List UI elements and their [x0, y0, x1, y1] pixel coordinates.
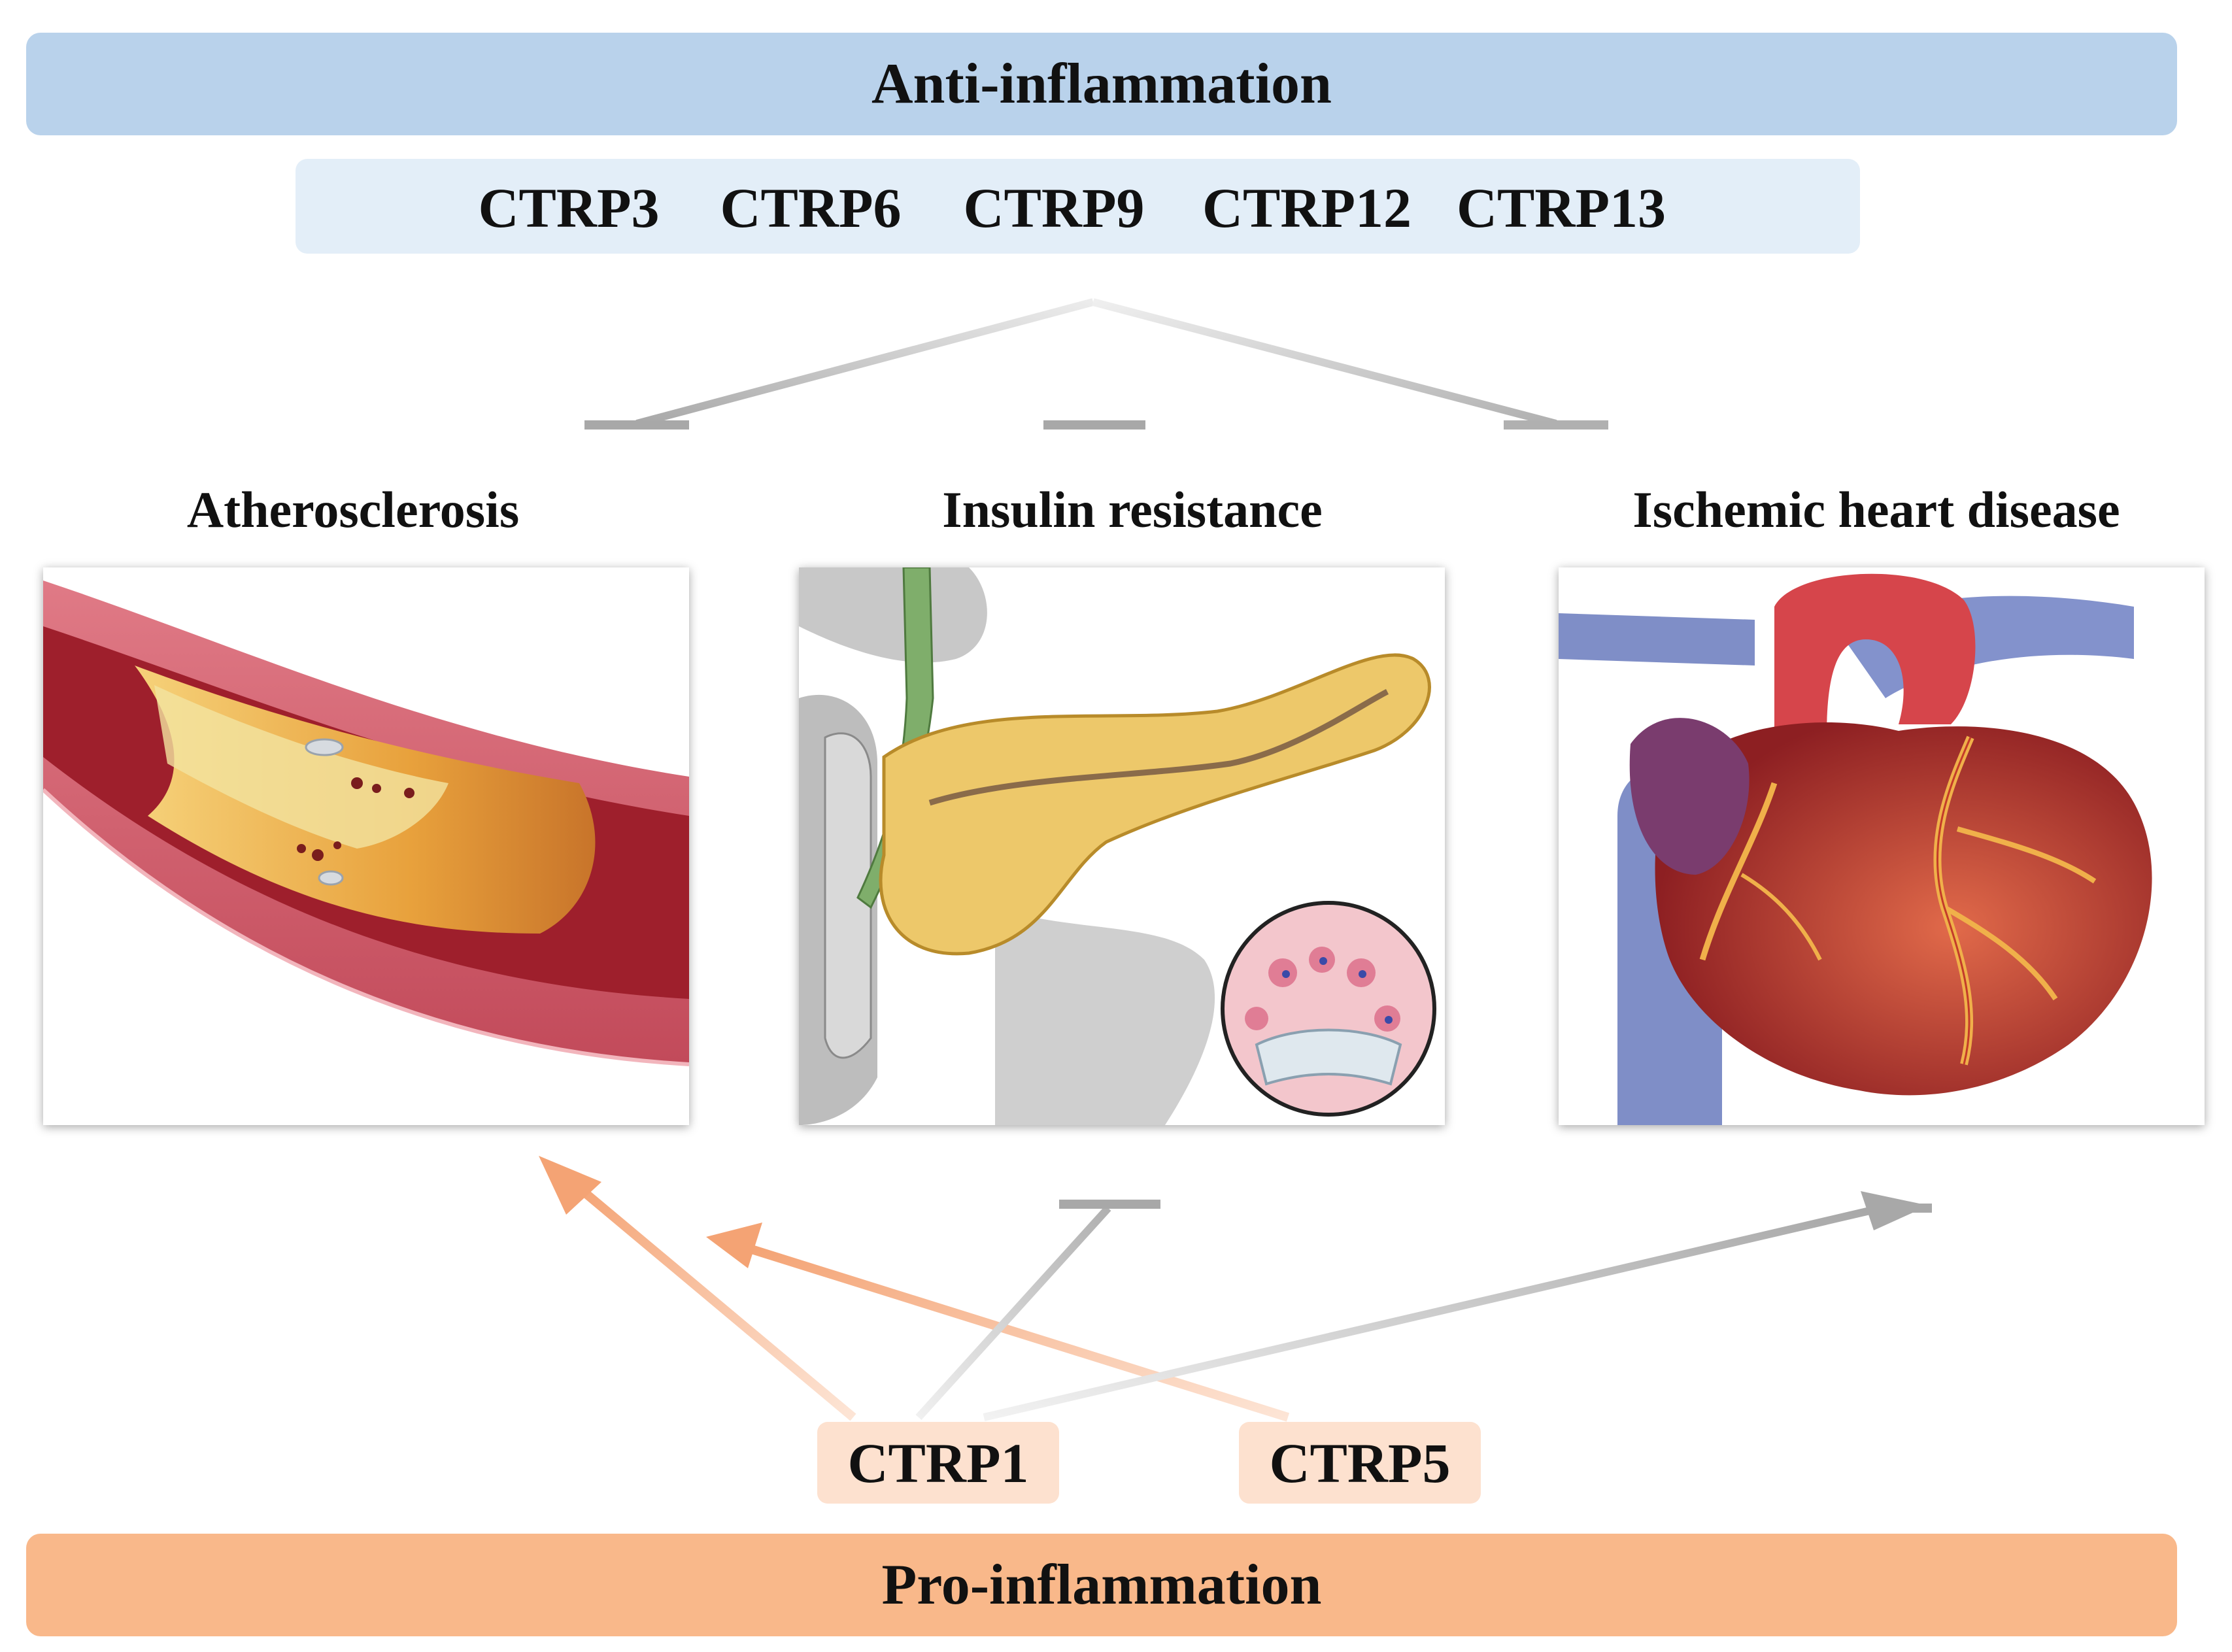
insulin-resistance-title: Insulin resistance — [942, 481, 1323, 538]
ctrp5-label: CTRP5 — [1269, 1431, 1451, 1494]
anti-to-insulin-inhibit — [1043, 302, 1145, 430]
artery-plaque-illustration — [43, 567, 689, 1125]
anti-inflammation-label: Anti-inflammation — [871, 52, 1332, 116]
anti-ctrp-box: CTRP3 CTRP6 CTRP9 CTRP12 CTRP13 — [296, 159, 1860, 254]
pancreas-islet-illustration — [799, 567, 1445, 1125]
atherosclerosis-title: Atherosclerosis — [186, 481, 520, 538]
ctrp1-to-atherosclerosis-promote — [539, 1156, 856, 1421]
ctrp5-to-atherosclerosis-promote — [706, 1222, 1290, 1422]
ctrp3-label: CTRP3 — [478, 177, 660, 239]
ctrp1-pill: CTRP1 — [817, 1422, 1059, 1504]
ctrp1-to-ischemic-promote — [983, 1191, 1932, 1421]
anti-to-atherosclerosis-inhibit — [584, 298, 1094, 430]
pro-inflammation-label: Pro-inflammation — [881, 1553, 1322, 1617]
anti-inflammation-banner: Anti-inflammation — [26, 33, 2177, 135]
ctrp13-label: CTRP13 — [1456, 177, 1666, 239]
ctrp6-label: CTRP6 — [720, 177, 902, 239]
anti-to-ischemic-inhibit — [1092, 298, 1608, 430]
heart-coronary-illustration — [1559, 567, 2205, 1125]
ctrp5-pill: CTRP5 — [1239, 1422, 1481, 1504]
ctrp1-to-insulin-inhibit — [915, 1200, 1160, 1421]
pro-inflammation-banner: Pro-inflammation — [26, 1534, 2177, 1636]
ctrp1-label: CTRP1 — [847, 1431, 1029, 1494]
ctrp12-label: CTRP12 — [1202, 177, 1412, 239]
ctrp9-label: CTRP9 — [963, 177, 1145, 239]
ischemic-heart-disease-title: Ischemic heart disease — [1632, 481, 2120, 538]
